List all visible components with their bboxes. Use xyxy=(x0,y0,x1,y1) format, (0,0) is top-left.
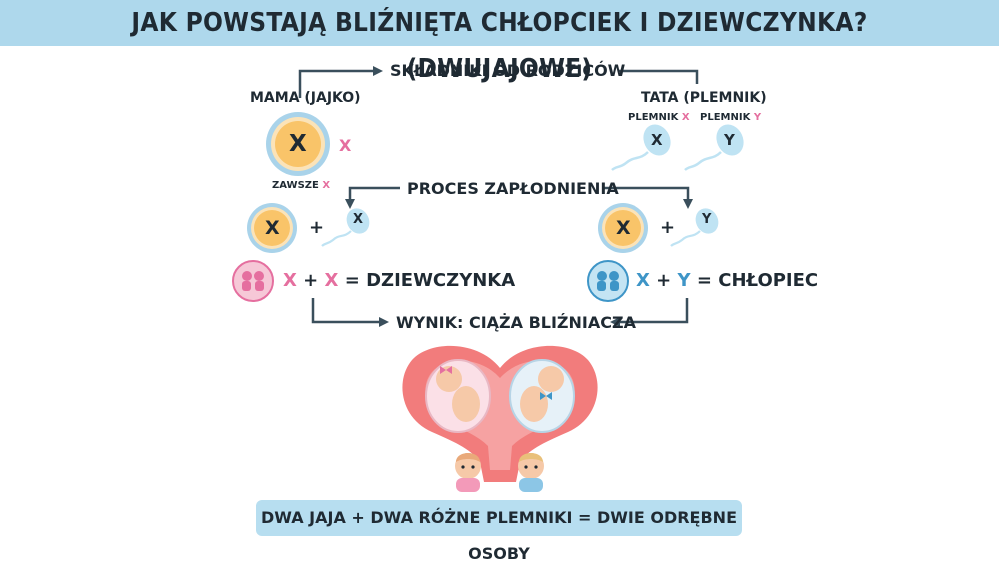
sperm-left-icon xyxy=(321,208,370,247)
arrow-mother-to-parents xyxy=(298,66,383,98)
outcome-boy-plus: + xyxy=(656,270,672,291)
mother-egg-icon xyxy=(266,112,330,176)
footer-text: DWA JAJA + DWA RÓŻNE PLEMNIKI = DWIE ODR… xyxy=(260,508,737,563)
twins-boy-icon xyxy=(587,260,629,302)
arrow-fertilization-left xyxy=(345,186,400,209)
father-label: TATA (PLEMNIK) xyxy=(641,90,767,106)
sperm-y-head-letter: Y xyxy=(724,131,735,149)
arrow-boy-to-result xyxy=(610,298,689,327)
egg-left-icon xyxy=(247,203,297,253)
baby-girl-icon xyxy=(455,453,481,492)
arrow-parents-to-father xyxy=(618,69,699,84)
diagram-art xyxy=(232,66,744,492)
fetus-girl-icon xyxy=(425,359,491,433)
mother-label: MAMA (JAJKO) xyxy=(250,90,361,106)
sperm-x-letter: X xyxy=(681,112,690,123)
outcome-boy-eq: = xyxy=(696,270,712,291)
mother-note: ZAWSZE X xyxy=(272,180,330,191)
page-title: JAK POWSTAJĄ BLIŹNIĘTA CHŁOPCIEK I DZIEW… xyxy=(131,8,868,84)
sperm-x-icon xyxy=(611,124,671,171)
egg-right-icon xyxy=(598,203,648,253)
outcome-girl-b: X xyxy=(324,270,339,291)
mother-note-prefix: ZAWSZE xyxy=(272,180,319,191)
footer-banner xyxy=(256,500,742,536)
step-parents-contribution: SKŁADNIKI OD RODZICÓW xyxy=(390,61,626,80)
fert-left-egg-letter: X xyxy=(265,217,280,239)
step-fertilization: PROCES ZAPŁODNIENIA xyxy=(407,179,619,198)
outcome-girl-a: X xyxy=(283,270,297,291)
outcome-boy-b: Y xyxy=(677,270,691,291)
step-result: WYNIK: CIĄŻA BLIŹNIACZA xyxy=(396,313,636,332)
mother-note-letter: X xyxy=(322,180,331,191)
sperm-x-head-letter: X xyxy=(651,131,663,149)
outcome-boy-result: CHŁOPIEC xyxy=(718,270,819,291)
mother-egg-letter: X xyxy=(289,131,307,157)
fetus-boy-icon xyxy=(509,359,575,433)
mother-chromosome: X xyxy=(339,136,352,155)
sperm-right-icon xyxy=(670,208,719,247)
twins-girl-icon xyxy=(232,260,274,302)
outcome-girl: X + X = DZIEWCZYNKA xyxy=(283,270,515,291)
fert-left-sperm-letter: X xyxy=(353,212,364,227)
sperm-y-prefix: PLEMNIK xyxy=(700,112,751,123)
fert-right-egg-letter: X xyxy=(616,217,631,239)
outcome-boy-a: X xyxy=(636,270,650,291)
fert-right-sperm-letter: Y xyxy=(702,212,712,227)
outcome-girl-plus: + xyxy=(303,270,319,291)
fert-right-plus: + xyxy=(660,217,676,238)
title-banner xyxy=(0,0,999,46)
outcome-boy: X + Y = CHŁOPIEC xyxy=(636,270,818,291)
outcome-girl-result: DZIEWCZYNKA xyxy=(366,270,516,291)
father-sperm-x-label: PLEMNIK X xyxy=(628,112,690,123)
baby-boy-icon xyxy=(518,453,544,492)
arrow-fertilization-right xyxy=(603,186,693,209)
arrow-girl-to-result xyxy=(311,298,389,327)
sperm-y-letter: Y xyxy=(753,112,762,123)
sperm-x-prefix: PLEMNIK xyxy=(628,112,679,123)
sperm-y-icon xyxy=(684,124,744,171)
fert-left-plus: + xyxy=(309,217,325,238)
outcome-girl-eq: = xyxy=(344,270,360,291)
father-sperm-y-label: PLEMNIK Y xyxy=(700,112,761,123)
